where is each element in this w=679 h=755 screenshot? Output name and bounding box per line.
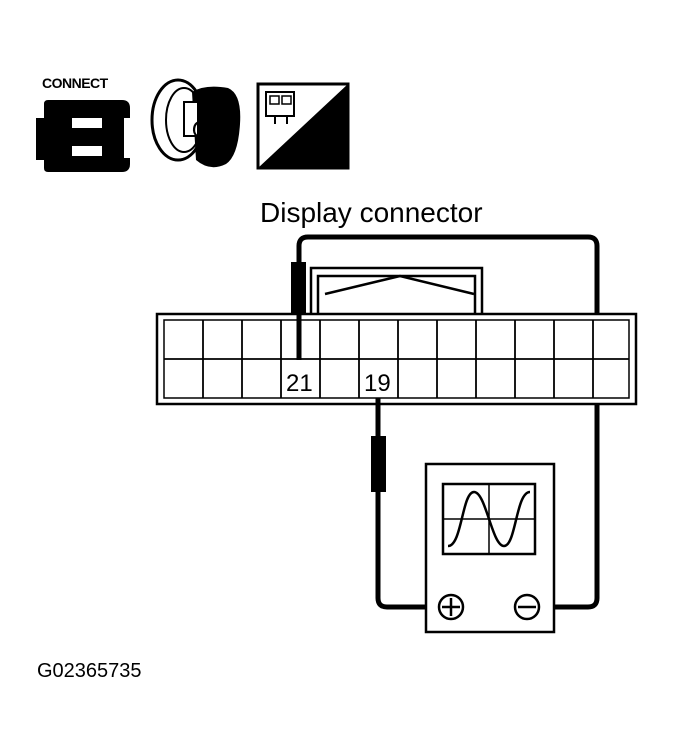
connector-title: Display connector (260, 197, 483, 228)
harness-side-icon: H.S. (256, 82, 350, 170)
ignition-on-label: ON (190, 115, 229, 147)
ignition-key-on-icon: ON (150, 78, 241, 168)
terminal-21-label: 21 (286, 370, 313, 397)
display-connector: 21 19 (155, 312, 638, 406)
probe-tip-19 (371, 436, 386, 492)
wire-terminal-21-to-minus (296, 234, 600, 610)
probe-tip-21 (291, 262, 306, 320)
plus-terminal-icon (437, 593, 465, 621)
figure-id: G02365735 (37, 660, 142, 682)
harness-side-label: H.S. (298, 142, 341, 167)
oscilloscope-icon (424, 462, 556, 634)
minus-terminal-icon (513, 593, 541, 621)
terminal-19-label: 19 (364, 370, 391, 397)
wire-terminal-19-to-plus (375, 398, 432, 610)
connector-lock-tab (309, 266, 484, 314)
connect-label: CONNECT (42, 75, 109, 91)
connector-connect-icon: CONNECT (36, 75, 130, 172)
